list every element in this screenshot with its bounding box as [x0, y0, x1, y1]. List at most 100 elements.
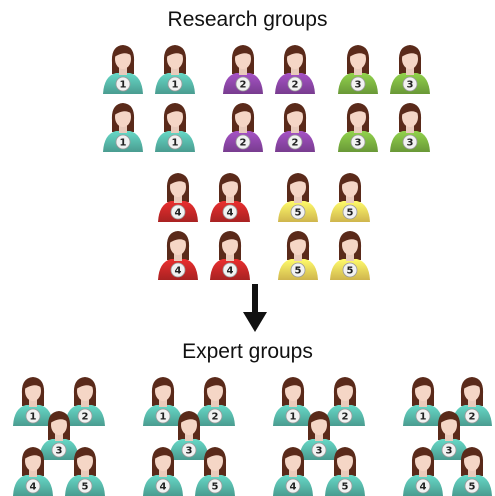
expert-group-member: 4: [140, 442, 186, 496]
person-icon: 1: [155, 45, 195, 94]
research-group-3-member: 3: [387, 40, 433, 94]
down-arrow-icon: [243, 284, 267, 332]
badge-number: 1: [120, 138, 127, 149]
person-icon: 4: [158, 231, 198, 280]
person-icon: 1: [103, 45, 143, 94]
research-group-3-member: 3: [335, 40, 381, 94]
person-icon: 1: [13, 377, 53, 426]
badge-number: 5: [295, 208, 302, 219]
person-icon: 3: [39, 411, 79, 460]
research-group-2-member: 2: [220, 40, 266, 94]
badge-number: 3: [355, 80, 362, 91]
badge-number: 3: [56, 446, 63, 457]
badge-number: 2: [240, 80, 247, 91]
expert-group-member: 2: [322, 372, 368, 426]
expert-group-member: 3: [166, 406, 212, 460]
person-icon: 2: [275, 103, 315, 152]
person-icon: 3: [338, 45, 378, 94]
person-icon: 5: [452, 447, 492, 496]
person-icon: 1: [143, 377, 183, 426]
badge-number: 4: [420, 482, 427, 493]
person-icon: 5: [325, 447, 365, 496]
person-icon: 4: [13, 447, 53, 496]
badge-number: 3: [407, 138, 414, 149]
expert-group-member: 1: [10, 372, 56, 426]
person-icon: 2: [65, 377, 105, 426]
research-group-5-member: 5: [327, 168, 373, 222]
badge-number: 2: [342, 412, 349, 423]
badge-number: 1: [30, 412, 37, 423]
person-icon: 5: [65, 447, 105, 496]
badge-number: 5: [295, 266, 302, 277]
research-group-4-member: 4: [155, 226, 201, 280]
badge-number: 3: [446, 446, 453, 457]
research-group-1-member: 1: [152, 40, 198, 94]
badge-number: 2: [212, 412, 219, 423]
expert-group-member: 1: [270, 372, 316, 426]
badge-number: 1: [172, 138, 179, 149]
research-group-4-member: 4: [155, 168, 201, 222]
research-group-5-member: 5: [275, 226, 321, 280]
badge-number: 3: [407, 80, 414, 91]
research-group-3-member: 3: [335, 98, 381, 152]
person-icon: 4: [273, 447, 313, 496]
person-icon: 5: [195, 447, 235, 496]
person-icon: 3: [390, 45, 430, 94]
badge-number: 1: [120, 80, 127, 91]
badge-number: 4: [227, 266, 234, 277]
expert-group-member: 5: [322, 442, 368, 496]
person-icon: 3: [429, 411, 469, 460]
person-icon: 3: [390, 103, 430, 152]
expert-group-member: 4: [10, 442, 56, 496]
person-icon: 4: [210, 173, 250, 222]
badge-number: 1: [172, 80, 179, 91]
badge-number: 3: [355, 138, 362, 149]
badge-number: 4: [160, 482, 167, 493]
expert-group-member: 5: [62, 442, 108, 496]
badge-number: 5: [347, 266, 354, 277]
research-group-3-member: 3: [387, 98, 433, 152]
person-icon: 1: [273, 377, 313, 426]
badge-number: 5: [469, 482, 476, 493]
badge-number: 5: [212, 482, 219, 493]
badge-number: 5: [342, 482, 349, 493]
badge-number: 4: [290, 482, 297, 493]
badge-number: 1: [420, 412, 427, 423]
person-icon: 2: [325, 377, 365, 426]
badge-number: 4: [30, 482, 37, 493]
expert-group-member: 5: [449, 442, 495, 496]
expert-groups-title: Expert groups: [182, 340, 313, 363]
person-icon: 1: [103, 103, 143, 152]
badge-number: 5: [82, 482, 89, 493]
badge-number: 2: [469, 412, 476, 423]
expert-group-member: 1: [140, 372, 186, 426]
research-group-2-member: 2: [272, 98, 318, 152]
person-icon: 4: [403, 447, 443, 496]
badge-number: 2: [292, 138, 299, 149]
expert-group-member: 3: [296, 406, 342, 460]
expert-group-member: 2: [62, 372, 108, 426]
person-icon: 2: [223, 45, 263, 94]
badge-number: 1: [160, 412, 167, 423]
expert-group-member: 3: [426, 406, 472, 460]
research-groups-title: Research groups: [167, 8, 328, 31]
expert-group-member: 4: [270, 442, 316, 496]
badge-number: 4: [175, 266, 182, 277]
badge-number: 2: [240, 138, 247, 149]
badge-number: 1: [290, 412, 297, 423]
person-icon: 3: [299, 411, 339, 460]
badge-number: 2: [82, 412, 89, 423]
research-group-2-member: 2: [272, 40, 318, 94]
research-group-2-member: 2: [220, 98, 266, 152]
badge-number: 4: [227, 208, 234, 219]
person-icon: 1: [403, 377, 443, 426]
person-icon: 3: [338, 103, 378, 152]
research-group-1-member: 1: [100, 40, 146, 94]
badge-number: 3: [186, 446, 193, 457]
research-group-4-member: 4: [207, 226, 253, 280]
expert-group-member: 2: [192, 372, 238, 426]
expert-group-member: 1: [400, 372, 446, 426]
research-group-4-member: 4: [207, 168, 253, 222]
person-icon: 3: [169, 411, 209, 460]
person-icon: 2: [223, 103, 263, 152]
